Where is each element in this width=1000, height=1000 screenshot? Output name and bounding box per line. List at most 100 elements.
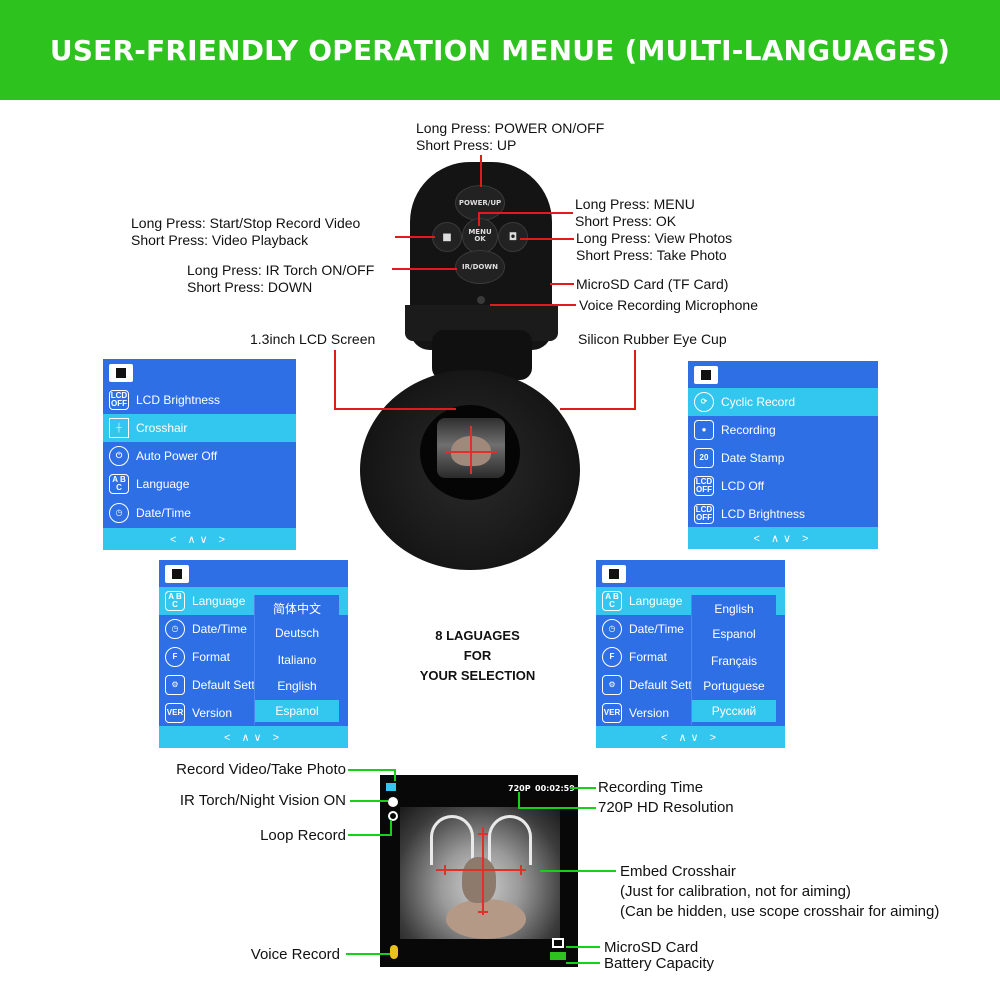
leader-record-photo bbox=[348, 769, 396, 771]
menu-item-label: LCD Brightness bbox=[721, 507, 806, 521]
leader-hd-resolution-rise bbox=[518, 792, 520, 809]
leader-microsd-card bbox=[566, 946, 600, 948]
language-option[interactable]: English bbox=[277, 679, 317, 693]
crosshair-tick bbox=[478, 833, 488, 835]
language-dropdown: English Espanol Français Portuguese Русс… bbox=[691, 595, 776, 725]
language-icon: A B C bbox=[165, 591, 185, 611]
power-up-button[interactable]: POWER/UP bbox=[455, 185, 505, 221]
label-photo-long: Long Press: View Photos bbox=[576, 230, 733, 246]
menu-item-lcd-brightness[interactable]: LCD OFF LCD Brightness bbox=[688, 500, 878, 528]
menu-item-label: LCD Brightness bbox=[136, 393, 221, 407]
language-option[interactable]: Portuguese bbox=[703, 679, 765, 693]
label-record-short: Short Press: Video Playback bbox=[131, 232, 309, 248]
loop-icon: ⟳ bbox=[694, 392, 714, 412]
menu-nav-footer: < ∧∨ > bbox=[688, 527, 878, 549]
label-battery-capacity: Battery Capacity bbox=[604, 955, 715, 972]
menu-ok-button[interactable]: MENU OK bbox=[462, 218, 498, 254]
leader-lcd-horizontal bbox=[334, 408, 456, 410]
menu-item-date-time[interactable]: ◷Date/Time bbox=[103, 499, 296, 527]
leader-record-photo-drop bbox=[394, 769, 396, 781]
menu-item-default-settings[interactable]: ⚙Default Setti bbox=[159, 671, 348, 699]
language-option-selected[interactable]: Русский bbox=[692, 700, 776, 722]
menu-item-auto-power-off[interactable]: ⏻Auto Power Off bbox=[103, 442, 296, 470]
menu-item-recording[interactable]: ●Recording bbox=[688, 416, 878, 444]
lcd-off-icon: LCD OFF bbox=[694, 504, 714, 524]
title-banner: USER-FRIENDLY OPERATION MENUE (MULTI-LAN… bbox=[0, 0, 1000, 100]
ir-down-button[interactable]: IR/DOWN bbox=[455, 250, 505, 284]
gear-icon: ⚙ bbox=[602, 675, 622, 695]
leader-voice-record bbox=[346, 953, 390, 955]
label-voice-record: Voice Record bbox=[250, 946, 340, 963]
leader-loop-record-rise bbox=[390, 820, 392, 836]
leader-lcd-vertical bbox=[334, 350, 336, 410]
record-button[interactable]: ■ bbox=[432, 222, 462, 252]
language-option[interactable]: Deutsch bbox=[274, 626, 320, 640]
language-icon: A B C bbox=[602, 591, 622, 611]
menu-item-cyclic-record[interactable]: ⟳Cyclic Record bbox=[688, 388, 878, 416]
menu-item-crosshair[interactable]: ┼Crosshair bbox=[103, 414, 296, 442]
video-mode-icon bbox=[165, 565, 189, 583]
language-option[interactable]: Français bbox=[710, 654, 757, 668]
label-power: Long Press: POWER ON/OFF Short Press: UP bbox=[416, 120, 604, 154]
video-mode-icon bbox=[109, 364, 133, 382]
language-option[interactable]: English bbox=[714, 602, 754, 616]
recording-time-readout: 00:02:59 bbox=[535, 784, 575, 793]
menu-item-date-time[interactable]: ◷ Date/Time bbox=[596, 615, 785, 643]
menu-nav-footer: < ∧∨ > bbox=[159, 726, 348, 748]
leader-record bbox=[395, 236, 435, 238]
leader-eyecup-horizontal bbox=[560, 408, 636, 410]
leader-microsd bbox=[550, 283, 574, 285]
label-record: Long Press: Start/Stop Record Video Shor… bbox=[131, 215, 360, 249]
format-icon: F bbox=[165, 647, 185, 667]
menu-item-label: Date Stamp bbox=[721, 451, 785, 465]
ir-torch-icon bbox=[388, 797, 398, 807]
label-recording-time: Recording Time bbox=[598, 779, 704, 796]
language-option[interactable]: 简体中文 bbox=[272, 601, 321, 616]
label-hd-resolution: 720P HD Resolution bbox=[598, 799, 734, 816]
gear-icon: ⚙ bbox=[165, 675, 185, 695]
crosshair-vertical bbox=[482, 827, 484, 915]
clock-icon: ◷ bbox=[602, 619, 622, 639]
label-ir-night-vision: IR Torch/Night Vision ON bbox=[179, 792, 346, 809]
menu-item-date-time[interactable]: ◷Date/Time bbox=[159, 615, 348, 643]
lcd-screen bbox=[437, 418, 505, 478]
label-eyecup: Silicon Rubber Eye Cup bbox=[578, 331, 727, 347]
page-title: USER-FRIENDLY OPERATION MENUE (MULTI-LAN… bbox=[49, 33, 951, 67]
language-option-selected[interactable]: Espanol bbox=[255, 700, 339, 722]
label-embed-crosshair-note: (Just for calibration, not for aiming) bbox=[620, 883, 851, 900]
label-embed-crosshair-title: Embed Crosshair bbox=[620, 863, 736, 880]
leader-ir bbox=[392, 268, 457, 270]
label-microsd-card: MicroSD Card bbox=[604, 939, 699, 956]
label-embed-crosshair: Embed Crosshair (Just for calibration, n… bbox=[620, 862, 939, 922]
leader-battery-capacity bbox=[566, 962, 600, 964]
language-option[interactable]: Italiano bbox=[277, 653, 317, 667]
leader-power bbox=[480, 155, 482, 187]
languages-note-line: 8 LAGUAGES bbox=[435, 628, 520, 643]
language-option[interactable]: Espanol bbox=[712, 627, 756, 641]
label-ir: Long Press: IR Torch ON/OFF Short Press:… bbox=[187, 262, 374, 296]
deer-antler-right bbox=[488, 815, 532, 865]
menu-item-default-settings[interactable]: ⚙Default Setti bbox=[596, 671, 785, 699]
label-menu-short: Short Press: OK bbox=[575, 213, 677, 229]
menu-nav-footer: < ∧∨ > bbox=[103, 528, 296, 550]
video-mode-icon bbox=[602, 565, 626, 583]
crosshair-icon: ┼ bbox=[109, 418, 129, 438]
photo-button[interactable]: ◘ bbox=[498, 222, 528, 252]
camera-icon: ◘ bbox=[508, 231, 518, 243]
leader-loop-record bbox=[348, 834, 392, 836]
leader-menu-drop bbox=[478, 212, 480, 226]
microphone-icon: ● bbox=[694, 420, 714, 440]
menu-item-label: Date/Time bbox=[629, 622, 684, 636]
label-menu-long: Long Press: MENU bbox=[575, 196, 695, 212]
format-icon: F bbox=[602, 647, 622, 667]
